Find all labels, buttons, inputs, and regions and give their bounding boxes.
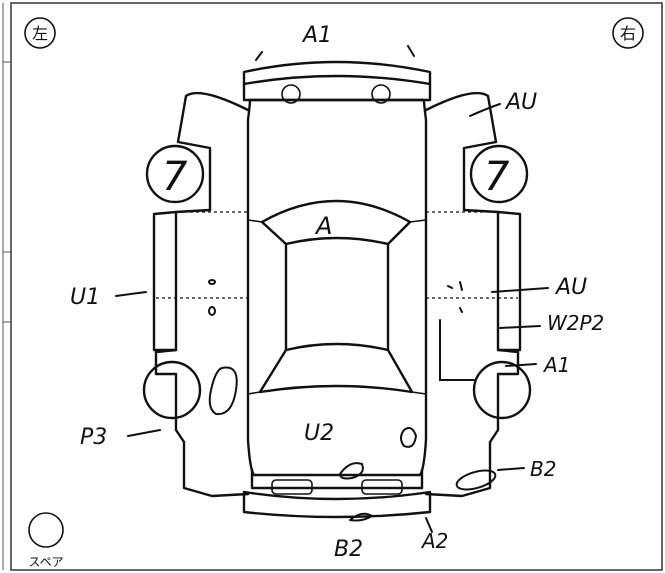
- mark-left-door: U1: [70, 285, 100, 310]
- mark-rear-right-wheel-area: B2: [530, 457, 556, 481]
- mark-left-rear-quarter: P3: [80, 425, 107, 450]
- mark-front-right-tire: 7: [484, 154, 510, 200]
- spare-tire: スペア: [28, 512, 64, 569]
- spare-label: スペア: [28, 555, 63, 569]
- right-side-label: 右: [620, 24, 636, 43]
- mark-front-bumper: A1: [301, 23, 332, 48]
- mark-hood: A: [314, 212, 332, 240]
- left-side-label: 左: [32, 24, 48, 43]
- mark-rear-bumper-left: B2: [334, 537, 363, 562]
- mark-right-door-1: AU: [554, 275, 587, 300]
- mark-rear-bumper-right: A2: [420, 529, 448, 553]
- mark-right-door-2: W2P2: [547, 311, 604, 335]
- car-outline: [142, 45, 532, 519]
- damage-marks: A1 A U2 7 7 AU AU W2P2 A1 B2 U1 P3 B2 A2: [70, 23, 604, 562]
- right-side-marker: 右: [612, 17, 644, 49]
- left-side-marker: 左: [24, 17, 56, 49]
- mark-front-right-fender: AU: [504, 90, 537, 115]
- mark-trunk: U2: [304, 421, 334, 446]
- mark-front-left-tire: 7: [162, 154, 188, 200]
- mark-right-rear-quarter: A1: [542, 353, 570, 377]
